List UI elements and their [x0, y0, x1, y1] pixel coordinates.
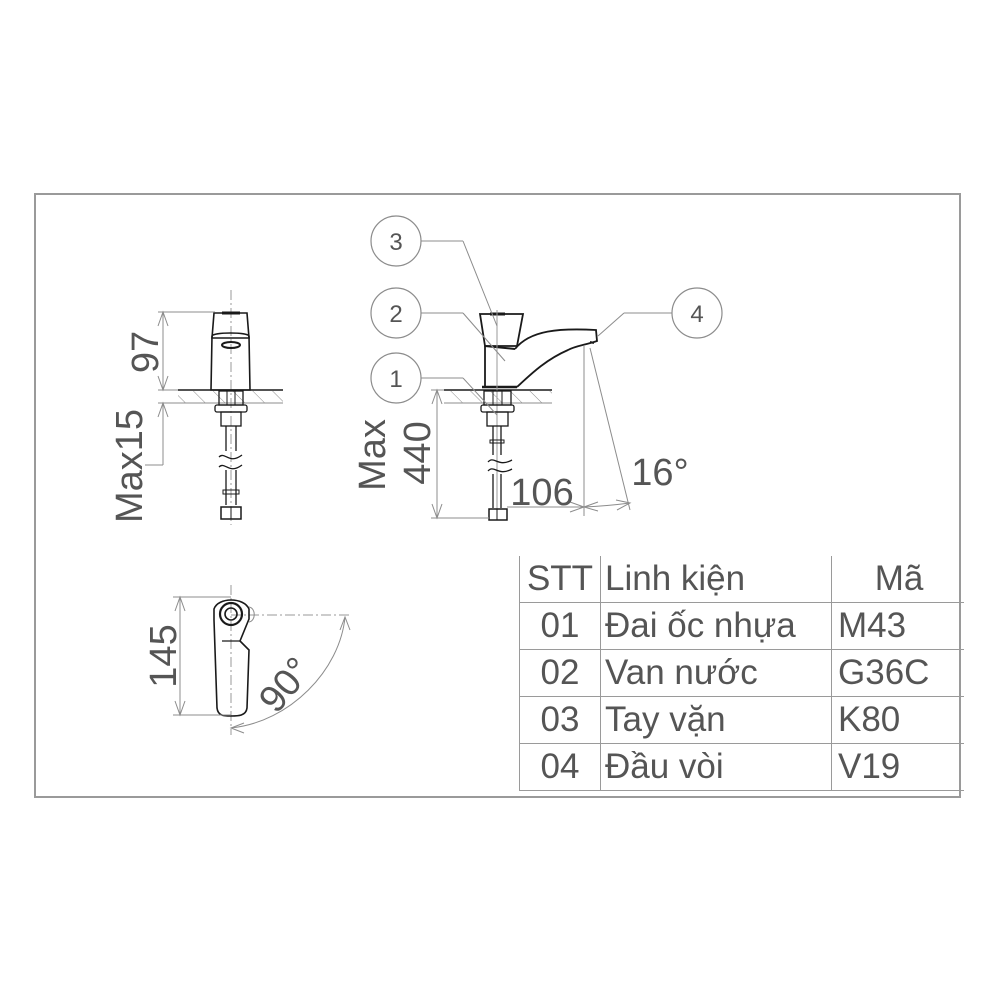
row-stt: 01 [519, 602, 601, 650]
svg-text:3: 3 [389, 229, 402, 256]
header-stt: STT [519, 556, 601, 603]
parts-table: STT Linh kiện Mã 01 Đai ốc nhựa M43 02 V… [519, 556, 964, 791]
row-component: Đai ốc nhựa [600, 602, 832, 650]
row-code: M43 [831, 602, 964, 650]
table-row: 02 Van nước G36C [519, 649, 964, 697]
side-view: 3 2 1 4 Max 440 106 16° [352, 215, 723, 521]
row-component: Van nước [600, 649, 832, 697]
row-stt: 02 [519, 649, 601, 697]
dim-max-prefix-label: Max [352, 419, 394, 491]
table-row: 01 Đai ốc nhựa M43 [519, 602, 964, 650]
drawing-frame [34, 193, 961, 798]
svg-text:1: 1 [389, 366, 402, 393]
callout-1: 1 [370, 352, 422, 404]
callout-3: 3 [370, 215, 422, 267]
header-code: Mã [831, 556, 964, 603]
table-row: 04 Đầu vòi V19 [519, 743, 964, 791]
dim-90deg-label: 90° [251, 650, 320, 721]
row-stt: 04 [519, 743, 601, 791]
dim-max15-label: Max15 [109, 409, 151, 523]
dim-16deg-label: 16° [631, 452, 688, 494]
row-component: Đầu vòi [600, 743, 832, 791]
row-code: V19 [831, 743, 964, 791]
dim-97-label: 97 [125, 331, 167, 373]
parts-table-header: STT Linh kiện Mã [519, 556, 964, 603]
table-row: 03 Tay vặn K80 [519, 696, 964, 744]
dim-440-label: 440 [397, 421, 439, 484]
svg-text:2: 2 [389, 301, 402, 328]
row-component: Tay vặn [600, 696, 832, 744]
callout-4: 4 [671, 287, 723, 339]
dim-145-label: 145 [143, 624, 185, 687]
top-view: 145 90° [143, 585, 351, 735]
callout-2: 2 [370, 287, 422, 339]
row-code: G36C [831, 649, 964, 697]
row-stt: 03 [519, 696, 601, 744]
front-view: 97 Max15 [109, 290, 283, 525]
svg-text:4: 4 [690, 301, 703, 328]
header-component: Linh kiện [600, 556, 832, 603]
dim-106-label: 106 [510, 472, 573, 514]
row-code: K80 [831, 696, 964, 744]
